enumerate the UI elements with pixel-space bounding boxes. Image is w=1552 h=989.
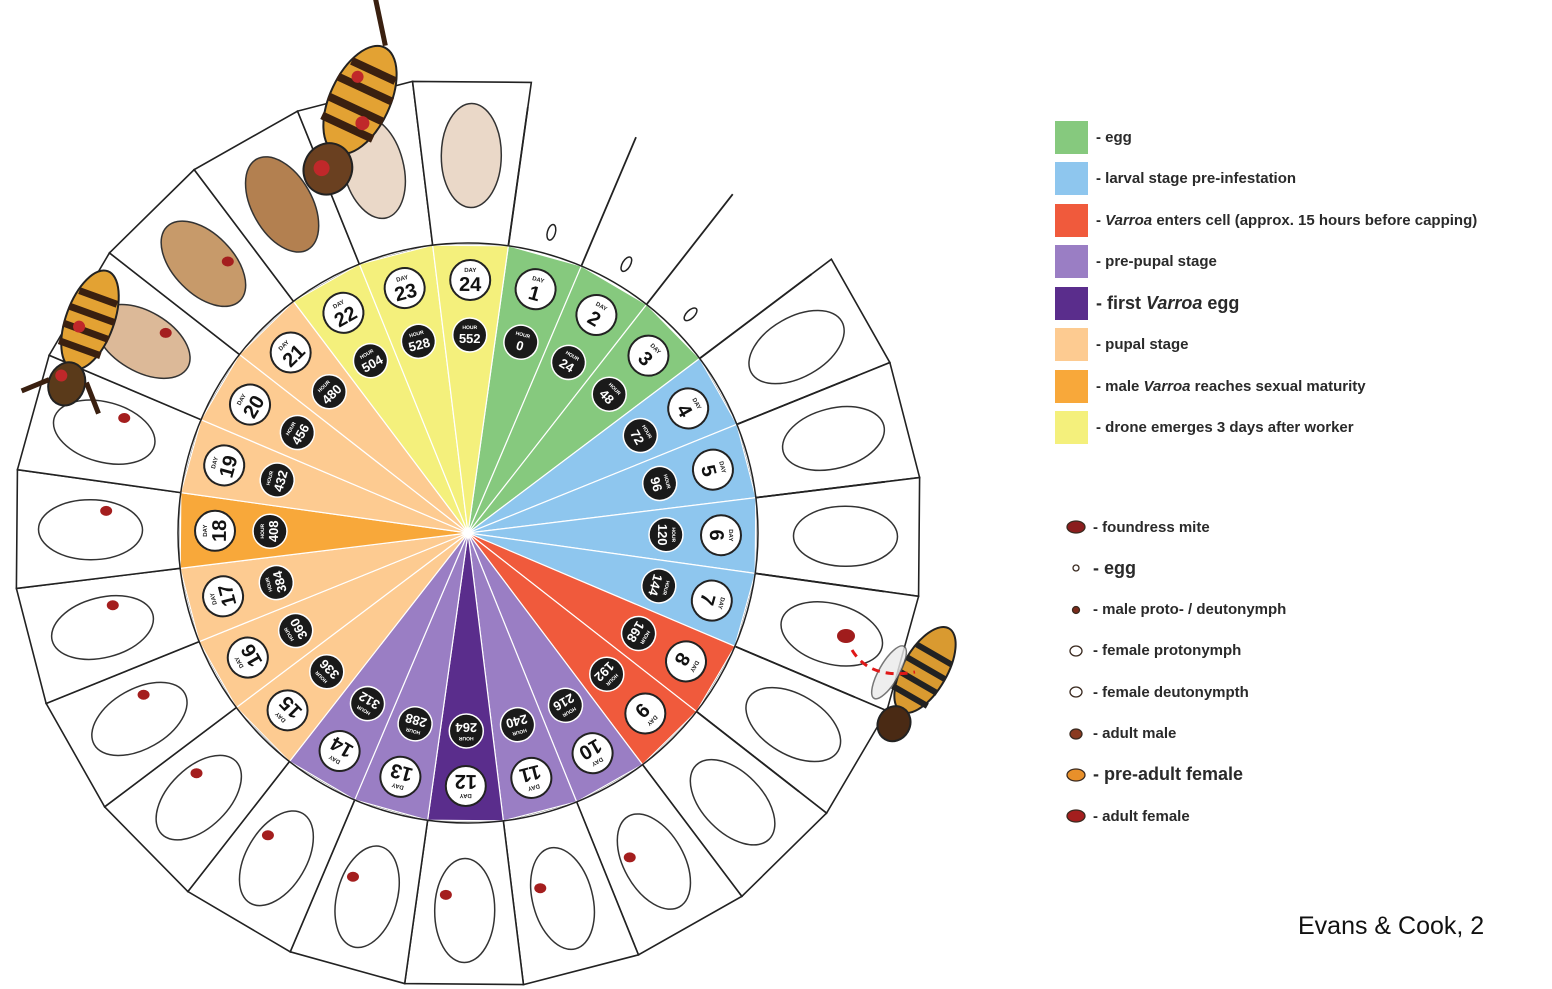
mite-legend-item-female-protonymph: - female protonymph [1063,639,1241,663]
legend-swatch [1055,245,1088,278]
mite-legend-item-male-nymph: - male proto- / deutonymph [1063,598,1286,622]
mite-legend-label: - pre-adult female [1093,764,1243,785]
hour-badge-552: HOUR552 [453,318,487,352]
pre-adult-female-icon [1063,767,1089,783]
foundress-mite-icon [1063,519,1089,535]
legend-item-egg: - egg [1055,120,1132,154]
mite-legend-item-pre-adult-female: - pre-adult female [1063,763,1243,787]
adult-female-icon [440,890,452,900]
legend-item-first-egg: - first Varroa egg [1055,286,1239,320]
adult-female-icon [191,768,203,778]
pink-eye-pupa-icon [38,499,143,560]
day-number: 18 [209,520,231,542]
hour-number: 408 [266,520,281,542]
adult-male-icon [1063,726,1089,742]
female-deutonymph-icon [1063,684,1089,700]
legend-item-male-maturity: - male Varroa reaches sexual maturity [1055,369,1366,403]
hour-badge-120: HOUR120 [649,518,683,552]
mite-legend-label: - adult male [1093,725,1176,742]
day-number: 24 [459,274,482,296]
mite-legend-label: - egg [1093,558,1136,579]
mite-legend-item-female-deutonymph: - female deutonympth [1063,680,1249,704]
legend-swatch [1055,162,1088,195]
legend-swatch [1055,204,1088,237]
mite-legend-item-egg: - egg [1063,556,1136,580]
day-badge-24: DAY24 [450,260,490,300]
adult-female-icon [100,506,112,516]
adult-female-icon [107,600,119,610]
legend-swatch [1055,287,1088,320]
adult-female-icon [1063,808,1089,824]
mite-legend-item-adult-female: - adult female [1063,804,1190,828]
legend-label: - male Varroa reaches sexual maturity [1096,378,1366,395]
day-badge-18: DAY18 [195,511,235,551]
adult-female-icon [624,852,636,862]
coiled-larva-icon [793,506,898,567]
mite-egg-icon [1063,560,1089,576]
legend-label: - larval stage pre-infestation [1096,170,1296,187]
prepupa-icon [434,858,495,963]
legend-label: - Varroa enters cell (approx. 15 hours b… [1096,212,1477,229]
legend-label: - egg [1096,129,1132,146]
adult-female-icon [222,257,234,267]
legend-item-drone: - drone emerges 3 days after worker [1055,411,1354,445]
adult-female-icon [118,413,130,423]
adult-female-icon [262,830,274,840]
female-protonymph-icon [1063,643,1089,659]
day-number: 12 [455,770,477,792]
mite-legend-label: - male proto- / deutonymph [1093,601,1286,618]
mite-legend-item-foundress: - foundress mite [1063,515,1210,539]
hour-badge-264: HOUR264 [449,714,483,748]
day-number: 6 [705,530,727,541]
hour-number: 552 [459,331,481,346]
mite-legend-label: - female protonymph [1093,642,1241,659]
legend-item-pre-pupal: - pre-pupal stage [1055,245,1217,279]
hour-number: 264 [455,720,478,735]
legend-label: - first Varroa egg [1096,293,1239,314]
legend-label: - pupal stage [1096,336,1189,353]
legend-swatch [1055,121,1088,154]
adult-female-icon [347,872,359,882]
legend-item-larval: - larval stage pre-infestation [1055,162,1296,196]
citation: Evans & Cook, 2 [1298,912,1484,941]
legend-label: - drone emerges 3 days after worker [1096,419,1354,436]
legend-item-pupal: - pupal stage [1055,328,1189,362]
mite-legend-label: - foundress mite [1093,519,1210,536]
hour-number: 120 [655,524,670,546]
faded-pupa-icon [441,103,502,208]
adult-female-icon [138,690,150,700]
varroa-lifecycle-wheel: DAY1HOUR0DAY2HOUR24DAY3HOUR48DAY4HOUR72D… [0,0,1000,989]
adult-female-icon [160,328,172,338]
male-nymph-icon [1063,602,1089,618]
legend-swatch [1055,370,1088,403]
legend-item-varroa-enters: - Varroa enters cell (approx. 15 hours b… [1055,203,1477,237]
mite-legend-item-adult-male: - adult male [1063,722,1176,746]
day-badge-6: DAY6 [701,515,741,555]
adult-female-icon [534,883,546,893]
legend-swatch [1055,328,1088,361]
foundress-mite-icon [837,629,855,643]
mite-legend-label: - female deutonympth [1093,684,1249,701]
legend-label: - pre-pupal stage [1096,253,1217,270]
legend-swatch [1055,411,1088,444]
mite-legend-label: - adult female [1093,808,1190,825]
